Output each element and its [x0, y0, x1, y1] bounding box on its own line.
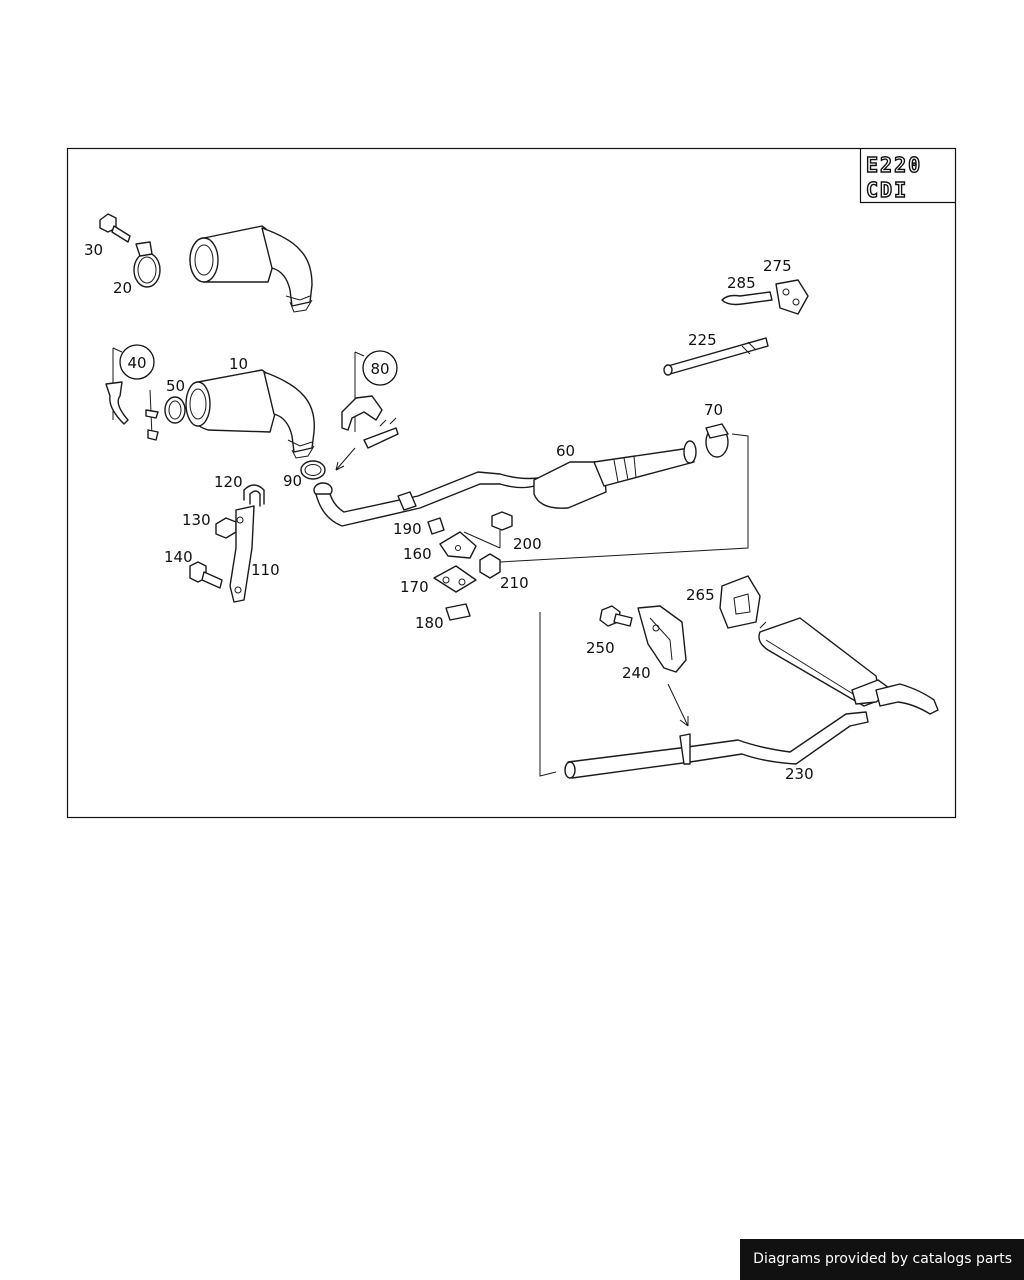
group-ref-40-label: 40: [127, 354, 146, 372]
label-part-60: 60: [556, 442, 575, 460]
label-part-275: 275: [763, 257, 792, 275]
label-part-70: 70: [704, 401, 723, 419]
label-part-265: 265: [686, 586, 715, 604]
group-80-bracket: [341, 351, 399, 449]
group-ref-40: 40: [119, 344, 155, 380]
part-30-bolt: [99, 213, 131, 243]
part-230-rear-muffler: [564, 617, 939, 779]
group-ref-80-label: 80: [370, 360, 389, 378]
label-part-30: 30: [84, 241, 103, 259]
footer-credit: Diagrams provided by catalogs parts: [740, 1239, 1024, 1280]
part-70-clamp: [705, 423, 729, 458]
model-badge: E220 CDI: [859, 148, 956, 204]
label-part-120: 120: [214, 473, 243, 491]
label-part-200: 200: [513, 535, 542, 553]
badge-model: E220: [866, 153, 922, 177]
part-120-u-bolt: [243, 484, 265, 507]
part-130-nut: [215, 517, 237, 539]
arrow-80: [335, 447, 356, 471]
label-part-10: 10: [229, 355, 248, 373]
front-pipe-60: [313, 440, 697, 527]
label-part-240: 240: [622, 664, 651, 682]
part-265-hanger: [719, 575, 761, 629]
part-250-bolt: [599, 605, 633, 627]
label-part-90: 90: [283, 472, 302, 490]
part-170-plate: [433, 565, 477, 593]
badge-engine: CDI: [866, 178, 908, 202]
label-part-140: 140: [164, 548, 193, 566]
arrow-240: [667, 683, 689, 727]
label-part-50: 50: [166, 377, 185, 395]
label-part-230: 230: [785, 765, 814, 783]
label-part-20: 20: [113, 279, 132, 297]
label-part-210: 210: [500, 574, 529, 592]
label-part-285: 285: [727, 274, 756, 292]
label-part-110: 110: [251, 561, 280, 579]
label-part-180: 180: [415, 614, 444, 632]
label-part-250: 250: [586, 639, 615, 657]
label-part-190: 190: [393, 520, 422, 538]
part-180-clip: [445, 603, 471, 621]
label-part-160: 160: [403, 545, 432, 563]
part-210-nut: [479, 553, 501, 579]
part-225-rod: [663, 337, 769, 376]
part-10-catalytic-converter: [185, 369, 315, 459]
part-160-plate: [439, 531, 501, 559]
label-part-225: 225: [688, 331, 717, 349]
group-40-bracket: [105, 347, 159, 441]
part-190-clip: [427, 517, 445, 535]
diagram-frame: [66, 147, 957, 819]
part-275-hanger: [775, 279, 809, 315]
part-110-bracket: [229, 505, 255, 603]
part-240-hanger: [637, 605, 687, 673]
label-part-130: 130: [182, 511, 211, 529]
part-285-strap: [721, 291, 773, 306]
bracket-line-rear: [539, 612, 557, 777]
part-20-clamp: [133, 241, 161, 288]
part-140-bolt: [189, 561, 223, 589]
part-50-gasket: [164, 396, 186, 424]
bracket-line-70: [499, 433, 749, 563]
label-part-170: 170: [400, 578, 429, 596]
part-90-gasket: [300, 460, 326, 480]
catalytic-converter-upper: [189, 225, 313, 313]
part-200-bolt: [491, 511, 513, 548]
group-ref-80: 80: [362, 350, 398, 386]
